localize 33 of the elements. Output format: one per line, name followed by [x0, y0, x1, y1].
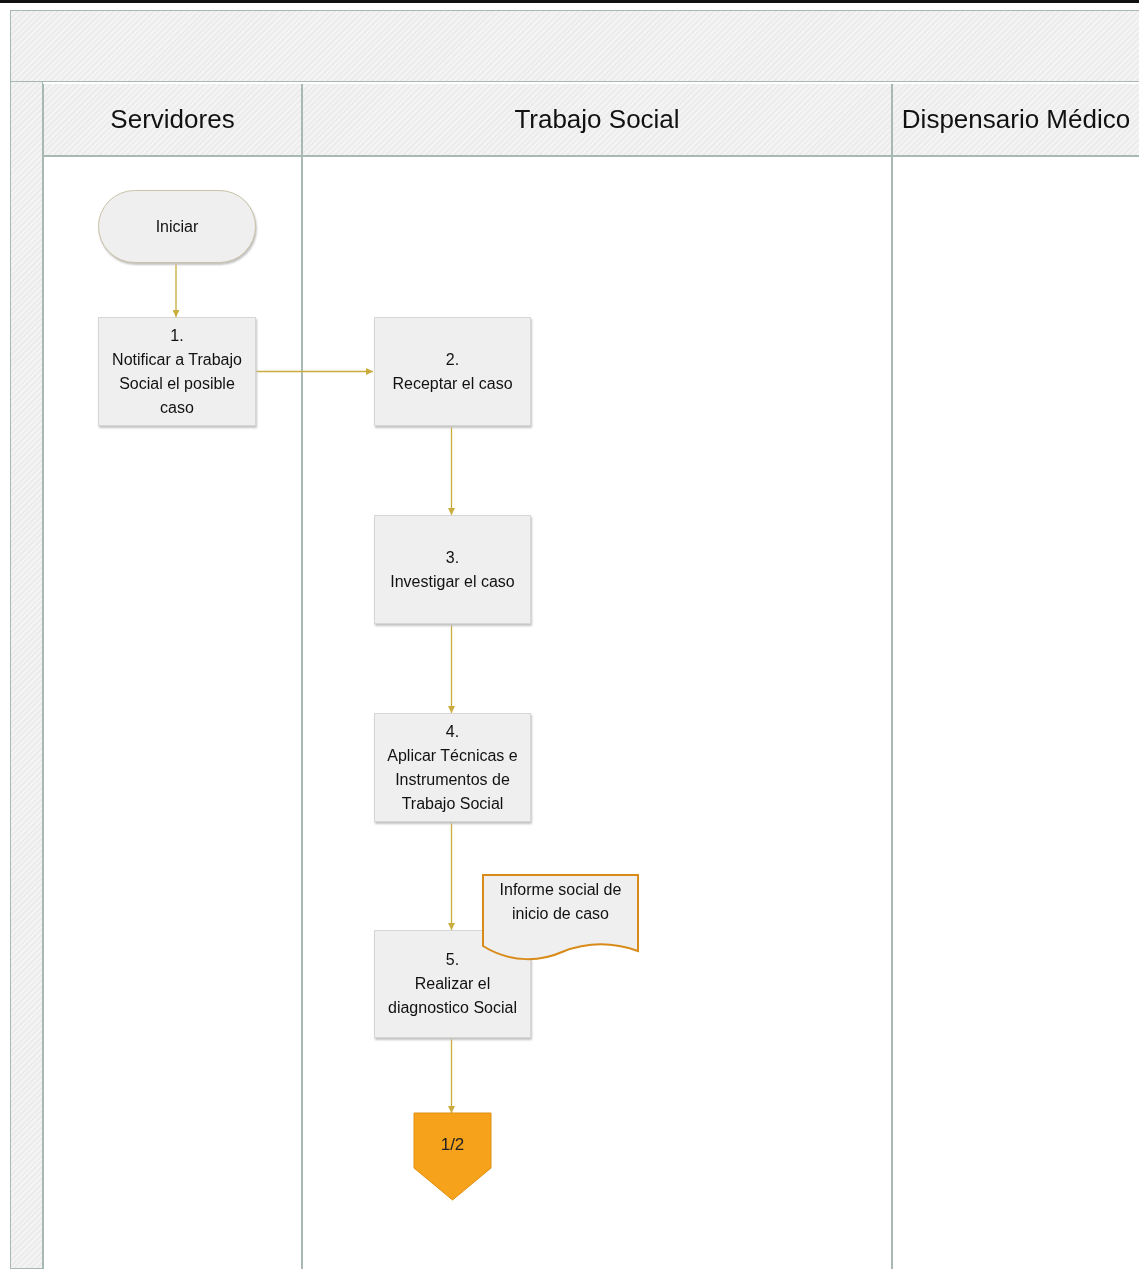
arrow: [448, 1037, 455, 1114]
arrow: [448, 623, 455, 714]
start-terminator: [98, 190, 256, 263]
step-text: Receptar el caso: [392, 373, 513, 394]
lane-header: Servidores: [44, 84, 301, 157]
arrow: [172, 262, 180, 318]
document-shape: [482, 874, 639, 960]
step-text: Realizar el diagnostico Social: [387, 974, 518, 1018]
offpage-connector: [414, 1113, 491, 1200]
swimlane: [302, 84, 892, 1269]
step-number: 2.: [445, 349, 460, 370]
step-number: 5.: [445, 950, 460, 970]
arrow: [448, 821, 455, 931]
lane-header: Dispensario Médico: [893, 84, 1139, 157]
terminator-label: Iniciar: [155, 217, 199, 236]
step-text: Aplicar Técnicas e Instrumentos de Trabajo Social: [386, 745, 519, 814]
step-number: 1.: [170, 325, 184, 346]
process-box: [374, 317, 531, 426]
arrow: [448, 425, 455, 516]
swimlane: [892, 84, 1139, 1269]
step-text: Investigar el caso: [390, 571, 515, 592]
process-box: [98, 317, 256, 426]
document-text: Informe social de inicio de caso: [498, 880, 623, 924]
step-text: Notificar a Trabajo Social el posible caso: [111, 349, 243, 418]
swimlane: [43, 84, 302, 1269]
step-number: 3.: [445, 547, 460, 568]
step-number: 4.: [445, 721, 460, 742]
process-box: [374, 930, 531, 1038]
process-box: [374, 713, 531, 822]
connector-label: 1/2: [440, 1135, 465, 1156]
lane-header: Trabajo Social: [303, 84, 891, 157]
arrow: [254, 368, 374, 375]
process-box: [374, 515, 531, 624]
